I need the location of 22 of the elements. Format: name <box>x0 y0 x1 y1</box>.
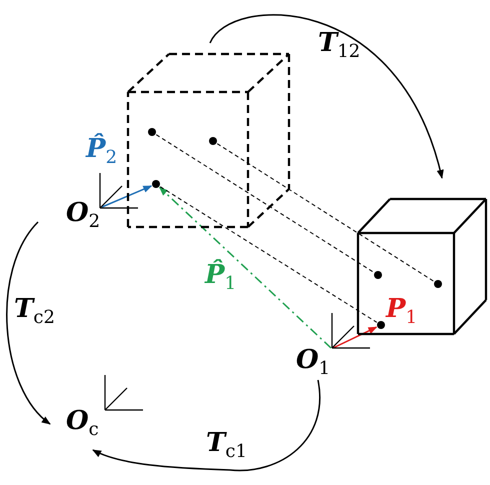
arrow <box>332 326 378 349</box>
point-dot <box>148 128 156 136</box>
arrow <box>102 185 152 208</box>
frame-label: O$_{c}$ <box>66 408 99 440</box>
dotted-line <box>156 134 374 273</box>
point-dot <box>209 137 217 145</box>
frame-label: O$_{1}$ <box>296 347 330 378</box>
point-dot <box>152 180 160 188</box>
edge-label: T$_{c1}$ <box>206 430 247 462</box>
arrow <box>209 14 444 179</box>
point-dot <box>374 271 382 279</box>
point-dot <box>377 321 385 329</box>
edge-label: T$_{12}$ <box>318 30 360 62</box>
arrow <box>6 222 51 425</box>
edge-label: P$_{1}$ <box>386 296 418 328</box>
dotted-line <box>216 143 434 282</box>
arrow <box>159 186 332 349</box>
dotted-line <box>160 186 378 323</box>
arrow <box>92 380 320 472</box>
frame-label: O$_{2}$ <box>66 200 100 232</box>
edge-label: T$_{c2}$ <box>14 296 55 328</box>
point-dot <box>434 280 442 288</box>
